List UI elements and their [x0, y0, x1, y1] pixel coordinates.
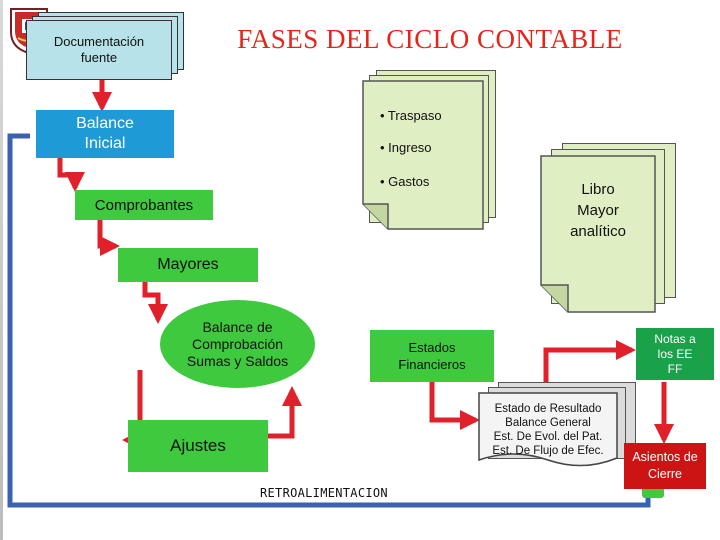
operation-ingreso: • Ingreso: [380, 140, 432, 155]
diagram-title: FASES DEL CICLO CONTABLE: [237, 24, 623, 54]
notas-box: Notas a los EE FF: [636, 328, 714, 380]
documentacion-fuente-box: Documentación fuente: [26, 20, 172, 80]
arrow-comprobantes-to-mayores: [97, 220, 120, 256]
operaciones-stack: • Traspaso • Ingreso • Gastos: [362, 70, 502, 230]
arrow-ef-to-statements: [429, 382, 480, 430]
statement-balance-general: Balance General: [505, 417, 591, 429]
statements-sheet-front: [478, 392, 618, 468]
arrow-ajustes-to-balance: [268, 386, 302, 439]
estados-financieros-box: Estados Financieros: [370, 330, 494, 382]
comprobantes-box: Comprobantes: [75, 190, 213, 220]
operation-traspaso: • Traspaso: [380, 108, 442, 123]
operation-gastos: • Gastos: [380, 174, 430, 189]
statements-stack: Estado de Resultado Balance General Est.…: [478, 382, 638, 468]
ledger-sheet-front: [540, 155, 656, 313]
ajustes-box: Ajustes: [128, 420, 268, 472]
statements-list: Estado de Resultado Balance General Est.…: [478, 402, 618, 458]
statement-evolucion-patrimonio: Est. De Evol. del Pat.: [493, 431, 603, 443]
balance-inicial-box: Balance Inicial: [36, 110, 174, 158]
arrow-mayores-to-balance: [142, 280, 168, 324]
retroalimentacion-label: RETROALIMENTACION: [260, 486, 388, 500]
arrow-balance-to-comprobantes: [57, 158, 85, 192]
operations-sheet-front: [362, 80, 484, 230]
statement-flujo-efectivo: Est. De Flujo de Efec.: [492, 445, 604, 457]
libro-mayor-stack: Libro Mayor analítico: [540, 143, 678, 315]
left-border: [0, 0, 3, 540]
libro-mayor-label: Libro Mayor analítico: [570, 180, 626, 240]
feedback-line: [7, 133, 651, 508]
mayores-box: Mayores: [118, 248, 258, 282]
asientos-cierre-box: Asientos de Cierre: [624, 443, 706, 489]
arrow-statements-to-notas: [543, 340, 636, 388]
balance-comprobacion-node: Balance de Comprobación Sumas y Saldos: [160, 300, 315, 388]
documentacion-fuente-stack: Documentación fuente: [20, 12, 190, 82]
statement-resultado: Estado de Resultado: [494, 403, 602, 415]
